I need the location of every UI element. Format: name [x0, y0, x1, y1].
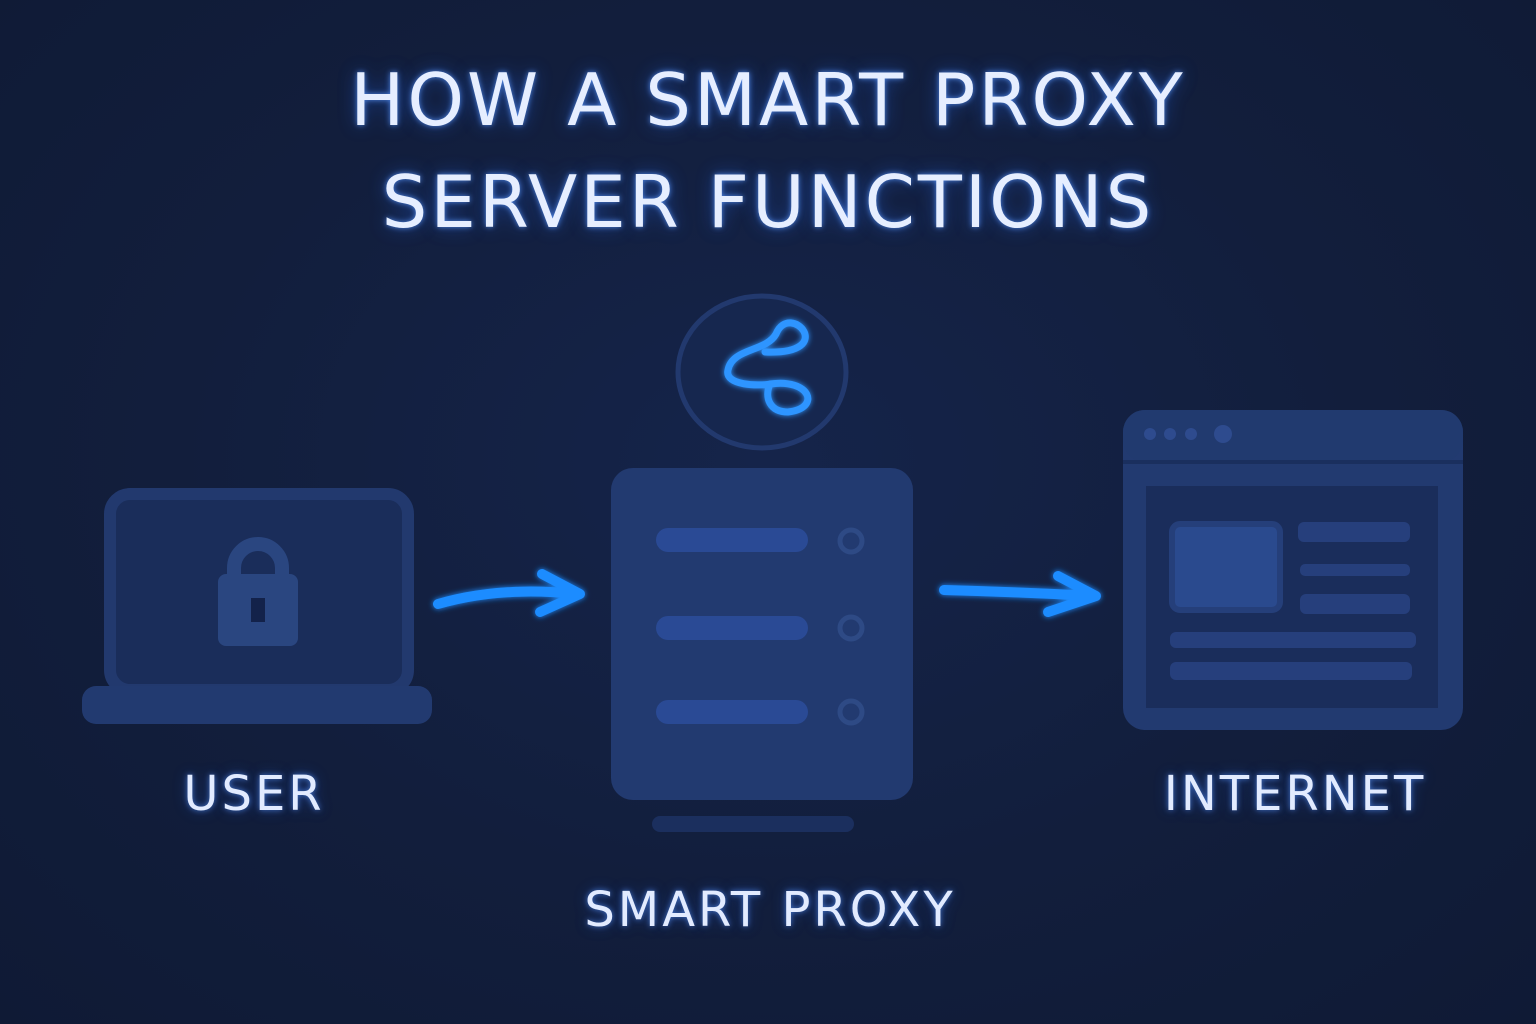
title-line-2: SERVER FUNCTIONS	[381, 160, 1155, 244]
browser-window-icon	[1123, 410, 1463, 730]
internet-label: INTERNET	[1163, 766, 1427, 822]
routing-icon	[724, 319, 812, 416]
lock-icon	[218, 537, 298, 646]
server-icon	[611, 468, 913, 832]
routing-icon-badge	[675, 293, 849, 451]
smart-proxy-label: SMART PROXY	[584, 882, 956, 938]
arrow-proxy-to-internet	[939, 571, 1101, 617]
arrow-user-to-proxy	[433, 569, 585, 617]
laptop-lock-icon	[82, 488, 432, 724]
user-label: USER	[183, 766, 325, 822]
title-line-1: HOW A SMART PROXY	[350, 58, 1186, 142]
